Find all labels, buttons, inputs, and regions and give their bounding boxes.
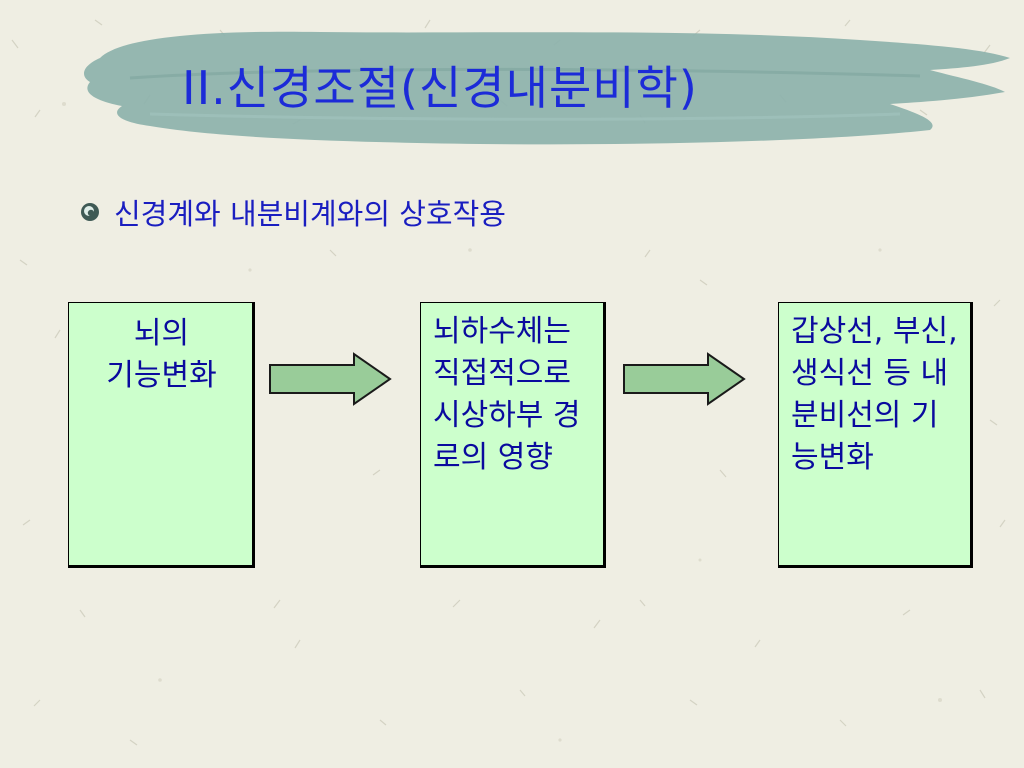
right-arrow-icon	[623, 352, 746, 406]
bullet-item: 신경계와 내분비계와의 상호작용	[80, 190, 506, 234]
flow-box-endocrine: 갑상선, 부신, 생식선 등 내분비선의 기능변화	[778, 302, 973, 568]
title-brush-stroke	[84, 31, 1010, 145]
right-arrow-icon	[269, 352, 392, 406]
bullet-circle-icon	[81, 203, 99, 221]
flow-box-pituitary: 뇌하수체는 직접적으로 시상하부 경로의 영향	[420, 302, 606, 568]
flow-box-label: 뇌하수체는 직접적으로 시상하부 경로의 영향	[433, 314, 581, 475]
flow-box-brain: 뇌의 기능변화	[68, 302, 255, 568]
flow-box-label: 갑상선, 부신, 생식선 등 내분비선의 기능변화	[791, 314, 968, 475]
slide-title: II.신경조절(신경내분비학)	[182, 61, 698, 115]
bullet-text: 신경계와 내분비계와의 상호작용	[114, 197, 506, 231]
flow-box-label: 뇌의 기능변화	[106, 316, 217, 393]
